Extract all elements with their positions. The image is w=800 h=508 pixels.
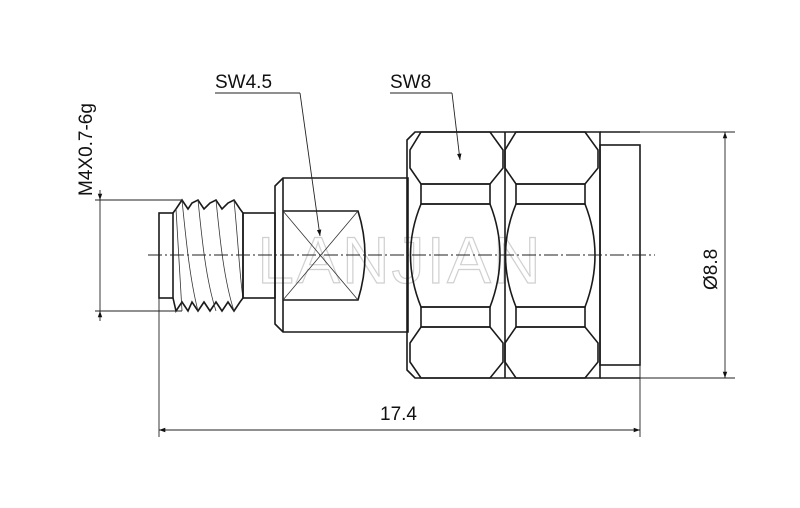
diameter-dimension [640,131,735,379]
sw8-leader [390,92,462,161]
length-dimension [158,298,641,437]
watermark: LANJIAN [257,223,542,297]
length-label: 17.4 [380,404,417,425]
threaded-tip [158,198,244,313]
sw8-label: SW8 [390,72,431,93]
thread-label: M4X0.7-6g [76,103,97,196]
sw45-leader [215,92,322,237]
diameter-label: Ø8.8 [701,249,722,290]
sw45-label: SW4.5 [215,72,272,93]
thread-dimension [95,190,182,321]
